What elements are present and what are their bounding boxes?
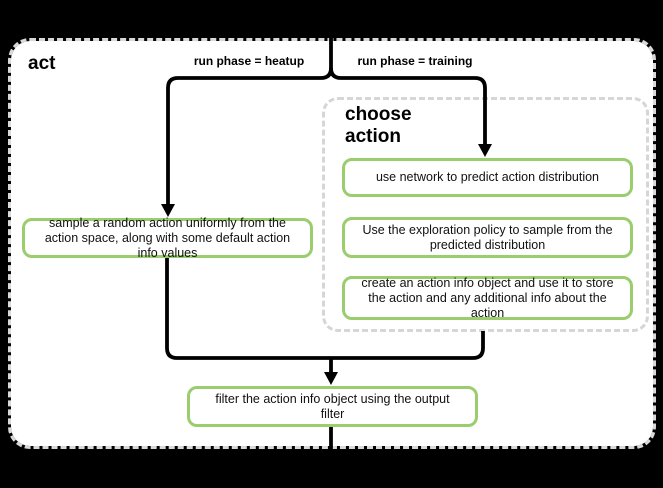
heatup-branch-label: run phase = heatup	[193, 54, 305, 68]
node-exploration-policy-sample: Use the exploration policy to sample fro…	[342, 217, 633, 258]
node-predict-action-distribution: use network to predict action distributi…	[342, 158, 633, 197]
node-exploration-policy-sample-text: Use the exploration policy to sample fro…	[362, 222, 613, 252]
node-sample-random-action-text: sample a random action uniformly from th…	[44, 215, 291, 260]
node-filter-action-info-text: filter the action info object using the …	[215, 391, 450, 421]
node-create-action-info-object: create an action info object and use it …	[342, 276, 633, 320]
choose-action-title: choose action	[345, 104, 412, 147]
node-sample-random-action: sample a random action uniformly from th…	[22, 215, 313, 260]
node-create-action-info-object-text: create an action info object and use it …	[361, 275, 614, 320]
act-title: act	[28, 53, 56, 74]
node-filter-action-info: filter the action info object using the …	[187, 386, 478, 427]
training-branch-label: run phase = training	[357, 54, 473, 68]
node-predict-action-distribution-text: use network to predict action distributi…	[375, 170, 600, 184]
